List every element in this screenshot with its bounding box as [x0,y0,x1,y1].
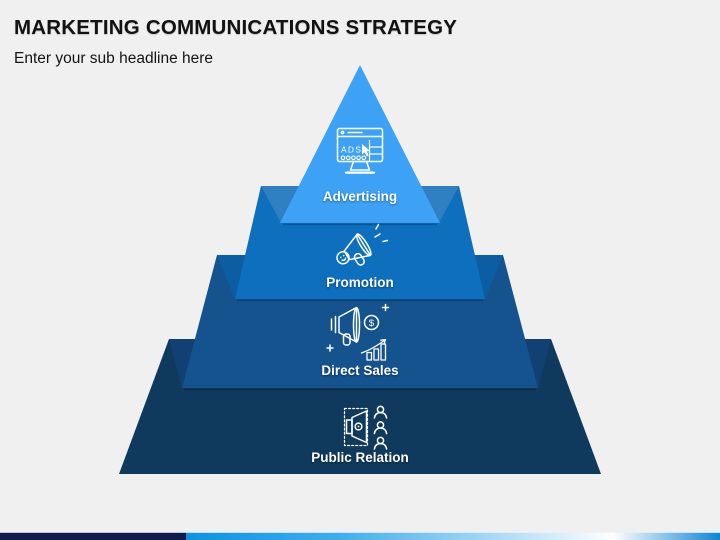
pyramid-level-2-fold-right [421,186,459,223]
level-label-advertising: Advertising [322,189,398,204]
ads-icon-text: ADS [341,145,362,155]
level-label-promotion: Promotion [326,275,394,290]
person-icon [373,405,388,419]
pyramid-level-1-face [280,65,440,223]
pyramid-level-4-fold-right [525,339,551,388]
ads-monitor-icon: ADS [336,127,384,174]
broadcast-people-icon [343,405,388,450]
level-label-direct-sales: Direct Sales [321,363,399,378]
person-icon [373,421,388,435]
sub-headline: Enter your sub headline here [14,50,214,67]
footer-gradient-bar [186,532,720,540]
dollar-icon-text: $ [369,318,375,329]
pyramid-level-3-fold-left [217,255,245,299]
seam-shadows [184,223,536,391]
level-label-public-relation: Public Relation [311,450,409,465]
pyramid-level-3-fold-right [475,255,503,299]
page-title: MARKETING COMMUNICATIONS STRATEGY [14,16,458,39]
pyramid-level-4-fold-left [169,339,195,388]
pyramid-level-2-fold-left [261,186,299,223]
cursor-arrow-icon [362,144,371,157]
megaphone-dollar-chart-icon: $ [326,303,390,361]
megaphone-icon [336,223,389,266]
person-icon [373,436,388,450]
footer-navy-bar [0,532,186,540]
